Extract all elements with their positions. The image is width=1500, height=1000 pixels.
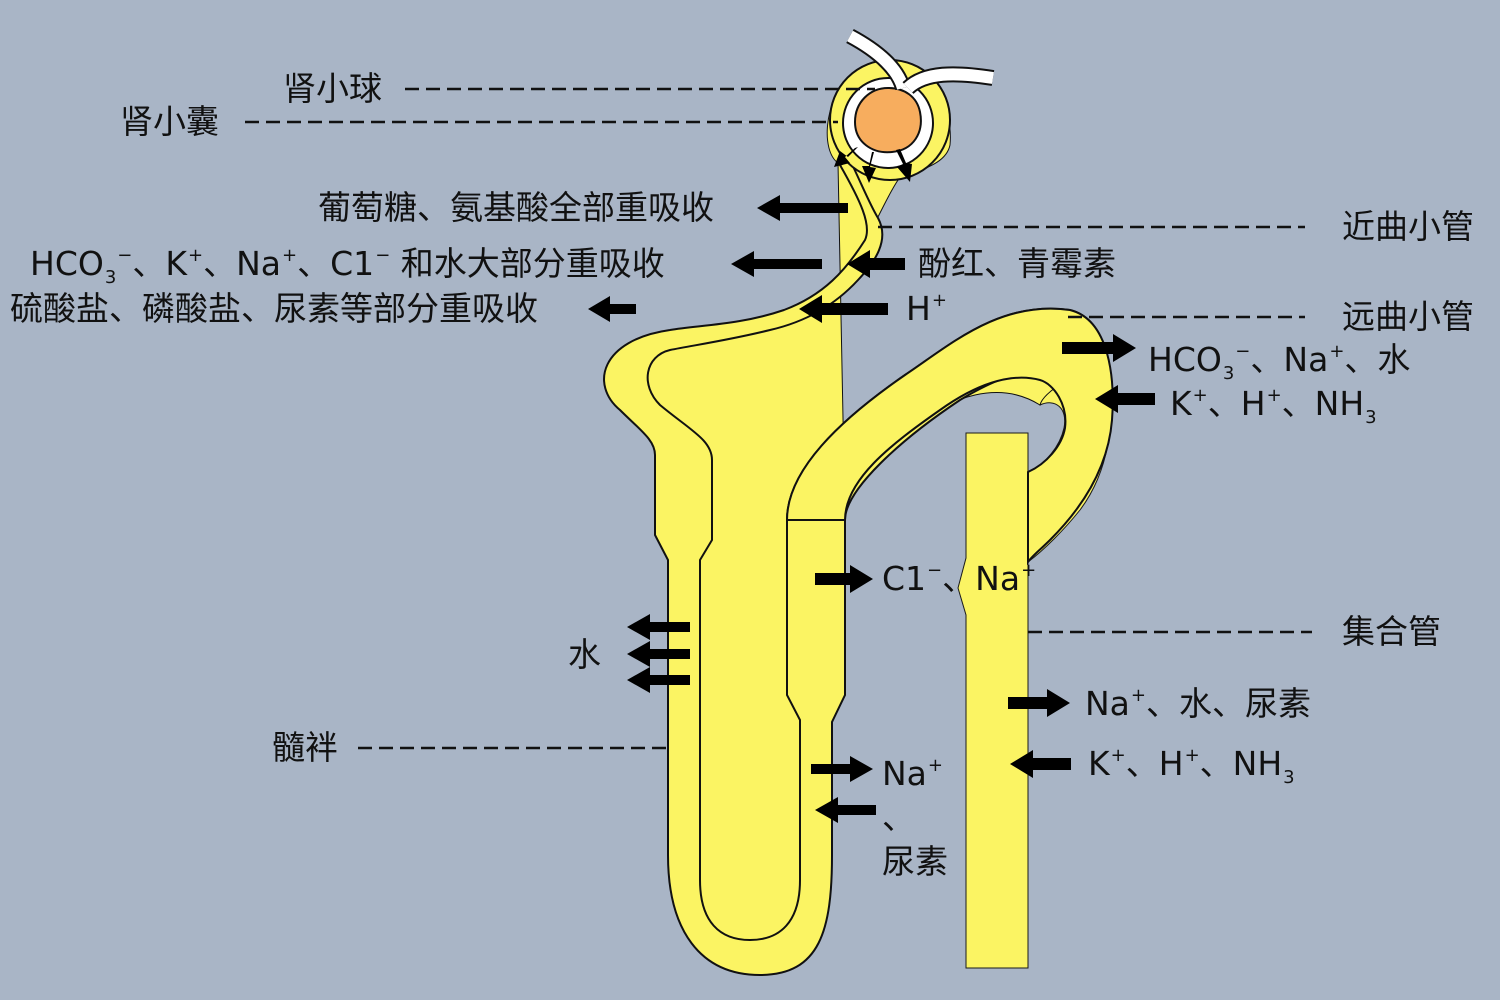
- arrow-water-1: [627, 614, 690, 640]
- label-collecting-secretion: K+、H+、NH3: [1088, 744, 1295, 788]
- ion-hco3: HCO3−: [1148, 340, 1251, 384]
- label-collecting-reabsorption: Na+、水、尿素: [1085, 684, 1312, 723]
- arrow-ascending-urea: [815, 797, 876, 823]
- arrow-collecting-reabsorb: [1008, 689, 1070, 717]
- arrow-distal-secrete: [1095, 385, 1155, 413]
- label-ascending-na-urea: Na+、尿素: [882, 754, 948, 881]
- arrow-collecting-secrete: [1010, 750, 1071, 778]
- label-hydrogen-secretion: H+: [906, 289, 947, 328]
- label-proximal-tubule: 近曲小管: [1342, 207, 1474, 246]
- arrow-water-3: [627, 667, 690, 693]
- label-distal-secretion: K+、H+、NH3: [1170, 384, 1377, 428]
- ion-k: K+: [1088, 744, 1126, 783]
- ion-h: H+: [1158, 744, 1200, 783]
- label-drug-secretion: 酚红、青霉素: [918, 244, 1116, 283]
- label-glucose-reabsorption: 葡萄糖、氨基酸全部重吸收: [318, 188, 714, 227]
- ion-na: Na+: [882, 754, 944, 793]
- ion-k: K+: [165, 244, 204, 283]
- label-glomerulus: 肾小球: [283, 69, 382, 108]
- ion-cl: C1−: [330, 244, 391, 283]
- ion-na: Na+: [1085, 684, 1147, 723]
- arrow-distal-reabsorb: [1062, 334, 1136, 362]
- label-sulfate-reabsorption: 硫酸盐、磷酸盐、尿素等部分重吸收: [10, 289, 538, 328]
- label-bicarbonate-row: HCO3−、K+、Na+、C1− 和水大部分重吸收: [30, 244, 665, 288]
- label-renal-capsule: 肾小囊: [120, 102, 219, 141]
- ion-na: Na+: [1283, 340, 1345, 379]
- afferent-vessel-inner: [847, 30, 909, 90]
- efferent-vessel-inner: [903, 68, 994, 93]
- arrow-ascending-clna: [815, 565, 873, 593]
- glomerulus-shape: [853, 86, 922, 154]
- filtration-arrows: [834, 147, 912, 183]
- label-ascending-cl-na: C1−、Na+: [882, 559, 1037, 598]
- ion-hco3: HCO3−: [30, 244, 133, 288]
- arrow-hydrogen: [799, 295, 888, 323]
- ion-k: K+: [1170, 384, 1208, 423]
- ion-nh3: NH3: [1314, 384, 1377, 428]
- leader-lines: [245, 87, 1312, 750]
- label-distal-reabsorption: HCO3−、Na+、水: [1148, 340, 1411, 384]
- ion-na: Na+: [975, 559, 1037, 598]
- arrow-drugs: [847, 250, 905, 278]
- arrow-water-2: [627, 641, 690, 667]
- label-water-loop: 水: [568, 635, 601, 674]
- arrow-bicarbonate: [731, 251, 822, 277]
- distal-tubule-shape: [785, 307, 1114, 566]
- label-distal-tubule: 远曲小管: [1342, 297, 1474, 336]
- ion-h: H+: [906, 289, 947, 328]
- ion-h: H+: [1240, 384, 1282, 423]
- label-loop-of-henle: 髓袢: [272, 728, 338, 767]
- arrow-glucose: [757, 195, 848, 221]
- ion-nh3: NH3: [1232, 744, 1295, 788]
- arrow-sulfate: [588, 296, 636, 322]
- label-collecting-duct: 集合管: [1342, 612, 1441, 651]
- ion-na: Na+: [236, 244, 298, 283]
- arrow-ascending-na: [811, 756, 873, 782]
- ion-cl: C1−: [882, 559, 943, 598]
- transport-arrows: [588, 195, 1155, 823]
